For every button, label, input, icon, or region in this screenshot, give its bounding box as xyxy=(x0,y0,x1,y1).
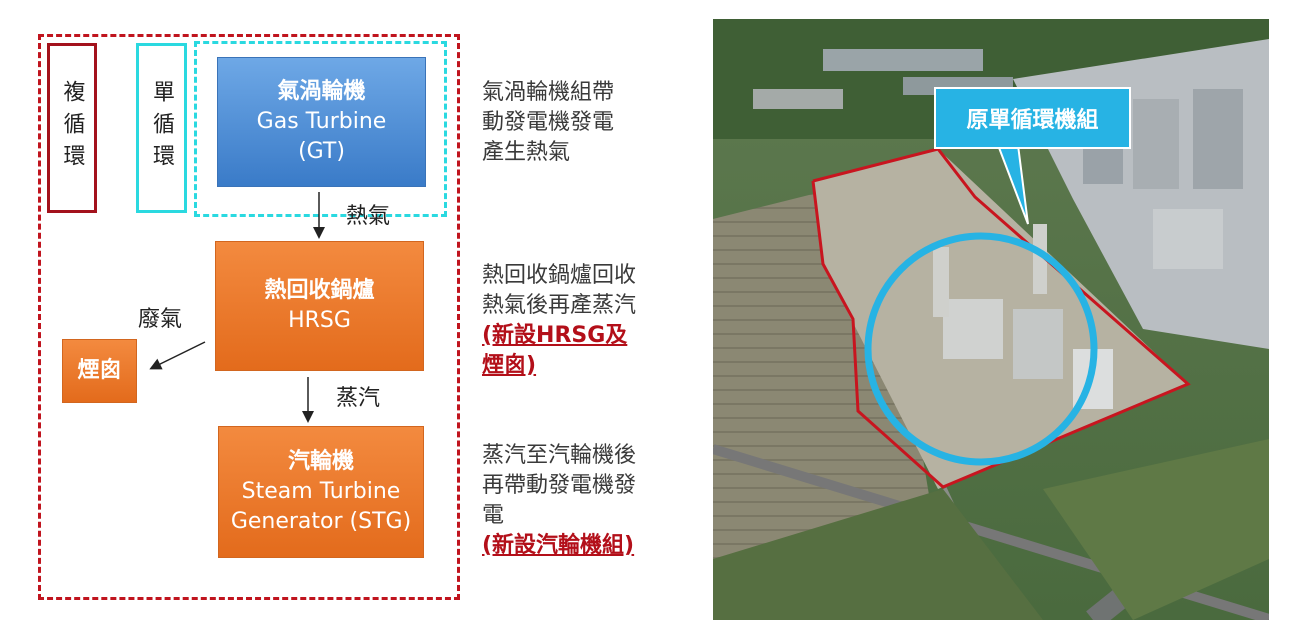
stack-label: 煙囪 xyxy=(77,358,122,383)
stg-description: 蒸汽至汽輪機後 再帶動發電機發 電 (新設汽輪機組) xyxy=(482,441,702,561)
combined-cycle-label-box: 複循環 xyxy=(47,43,97,213)
gas-turbine-node: 氣渦輪機 Gas Turbine (GT) xyxy=(217,57,426,187)
aerial-photo-illustration xyxy=(713,19,1269,620)
aerial-photo xyxy=(713,19,1269,620)
hrsg-node: 熱回收鍋爐 HRSG xyxy=(215,241,424,371)
photo-callout: 原單循環機組 xyxy=(934,87,1131,149)
flow-arrows xyxy=(149,192,325,423)
steam-turbine-en-line2: Generator (STG) xyxy=(230,509,412,534)
stack-node: 煙囪 xyxy=(62,339,137,403)
hrsg-description: 熱回收鍋爐回收 熱氣後再產蒸汽 (新設HRSG及 煙囪) xyxy=(482,261,702,381)
steam-turbine-en-line1: Steam Turbine xyxy=(241,479,401,504)
hrsg-desc-note1: (新設HRSG及 xyxy=(482,323,628,348)
combined-cycle-frame xyxy=(38,34,460,600)
steam-arrow-label: 蒸汽 xyxy=(336,386,381,411)
steam-turbine-zh: 汽輪機 xyxy=(287,449,354,474)
simple-cycle-frame xyxy=(194,41,447,217)
site-outline xyxy=(811,147,1191,489)
stg-desc-line3: 電 xyxy=(482,503,505,528)
stg-desc-line1: 蒸汽至汽輪機後 xyxy=(482,443,637,468)
gt-desc-line2: 動發電機發電 xyxy=(482,110,615,135)
gas-turbine-zh: 氣渦輪機 xyxy=(277,79,366,104)
simple-cycle-label: 單循環 xyxy=(149,80,174,176)
gas-turbine-en-line2: (GT) xyxy=(298,139,345,164)
arrow-hrsg-to-stack xyxy=(149,341,206,370)
gas-turbine-en-line1: Gas Turbine xyxy=(256,109,387,134)
hrsg-desc-line1: 熱回收鍋爐回收 xyxy=(482,263,637,288)
photo-callout-text: 原單循環機組 xyxy=(966,108,1099,133)
heat-arrow-label: 熱氣 xyxy=(346,204,391,229)
stg-desc-line2: 再帶動發電機發 xyxy=(482,473,637,498)
stg-desc-note: (新設汽輪機組) xyxy=(482,533,635,558)
simple-cycle-label-box: 單循環 xyxy=(136,43,187,213)
combined-cycle-label: 複循環 xyxy=(59,80,85,176)
gt-desc-line1: 氣渦輪機組帶 xyxy=(482,80,615,105)
gt-description: 氣渦輪機組帶 動發電機發電 產生熱氣 xyxy=(482,78,702,168)
gt-desc-line3: 產生熱氣 xyxy=(482,140,571,165)
hrsg-en: HRSG xyxy=(288,308,351,333)
steam-turbine-node: 汽輪機 Steam Turbine Generator (STG) xyxy=(218,426,424,558)
unit-highlight-circle xyxy=(864,232,1098,466)
hrsg-desc-line2: 熱氣後再產蒸汽 xyxy=(482,293,637,318)
exhaust-arrow-label: 廢氣 xyxy=(138,307,183,332)
hrsg-desc-note2: 煙囪) xyxy=(482,353,537,378)
hrsg-zh: 熱回收鍋爐 xyxy=(264,278,375,303)
